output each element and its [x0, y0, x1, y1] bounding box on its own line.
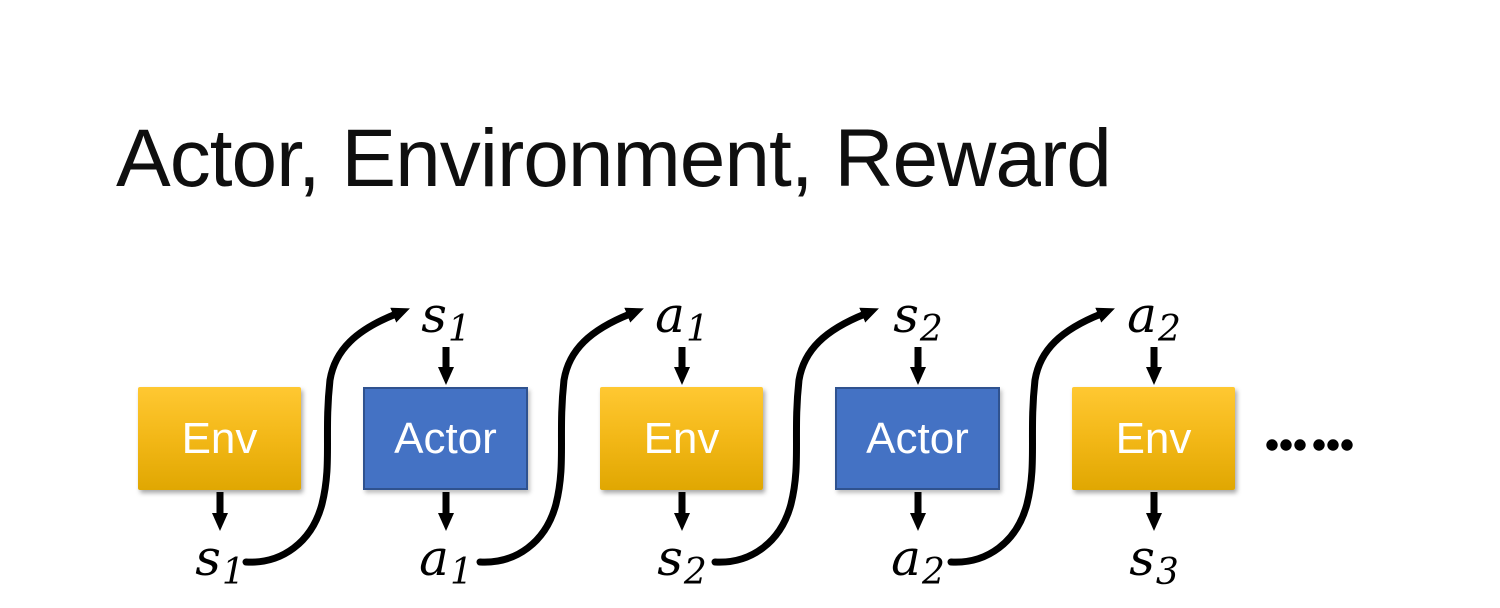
actor-box-2-label: Actor — [866, 413, 969, 463]
ellipsis-dots — [1266, 439, 1353, 451]
var-subscript: 1 — [447, 309, 471, 350]
var-base: a — [655, 286, 685, 344]
env-box-2-label: Env — [643, 413, 720, 463]
var-subscript: 3 — [1155, 552, 1179, 593]
var-subscript: 1 — [221, 552, 245, 593]
top-label-s1: s1 — [421, 290, 471, 348]
env-box-2: Env — [600, 387, 763, 490]
var-subscript: 1 — [685, 309, 709, 350]
var-base: a — [1127, 286, 1157, 344]
env-box-3-label: Env — [1115, 413, 1192, 463]
var-subscript: 2 — [1157, 309, 1181, 350]
top-label-a2: a2 — [1127, 290, 1181, 348]
top-label-a1: a1 — [655, 290, 709, 348]
actor-box-1-label: Actor — [394, 413, 497, 463]
bottom-label-a2: a2 — [891, 533, 945, 591]
env-box-1: Env — [138, 387, 301, 490]
env-box-3: Env — [1072, 387, 1235, 490]
actor-box-2: Actor — [835, 387, 1000, 490]
bottom-label-s2: s2 — [657, 533, 707, 591]
var-base: s — [195, 529, 221, 587]
env-box-1-label: Env — [181, 413, 258, 463]
var-base: s — [421, 286, 447, 344]
var-subscript: 2 — [921, 552, 945, 593]
top-input-arrows — [438, 347, 1162, 385]
bottom-label-a1: a1 — [419, 533, 473, 591]
var-base: s — [1129, 529, 1155, 587]
var-base: s — [893, 286, 919, 344]
bottom-output-arrows — [212, 492, 1162, 531]
var-base: a — [891, 529, 921, 587]
page-title: Actor, Environment, Reward — [116, 113, 1112, 204]
bottom-label-s1: s1 — [195, 533, 245, 591]
var-base: s — [657, 529, 683, 587]
var-base: a — [419, 529, 449, 587]
top-label-s2: s2 — [893, 290, 943, 348]
var-subscript: 2 — [683, 552, 707, 593]
var-subscript: 1 — [449, 552, 473, 593]
actor-box-1: Actor — [363, 387, 528, 490]
var-subscript: 2 — [919, 309, 943, 350]
bottom-label-s3: s3 — [1129, 533, 1179, 591]
